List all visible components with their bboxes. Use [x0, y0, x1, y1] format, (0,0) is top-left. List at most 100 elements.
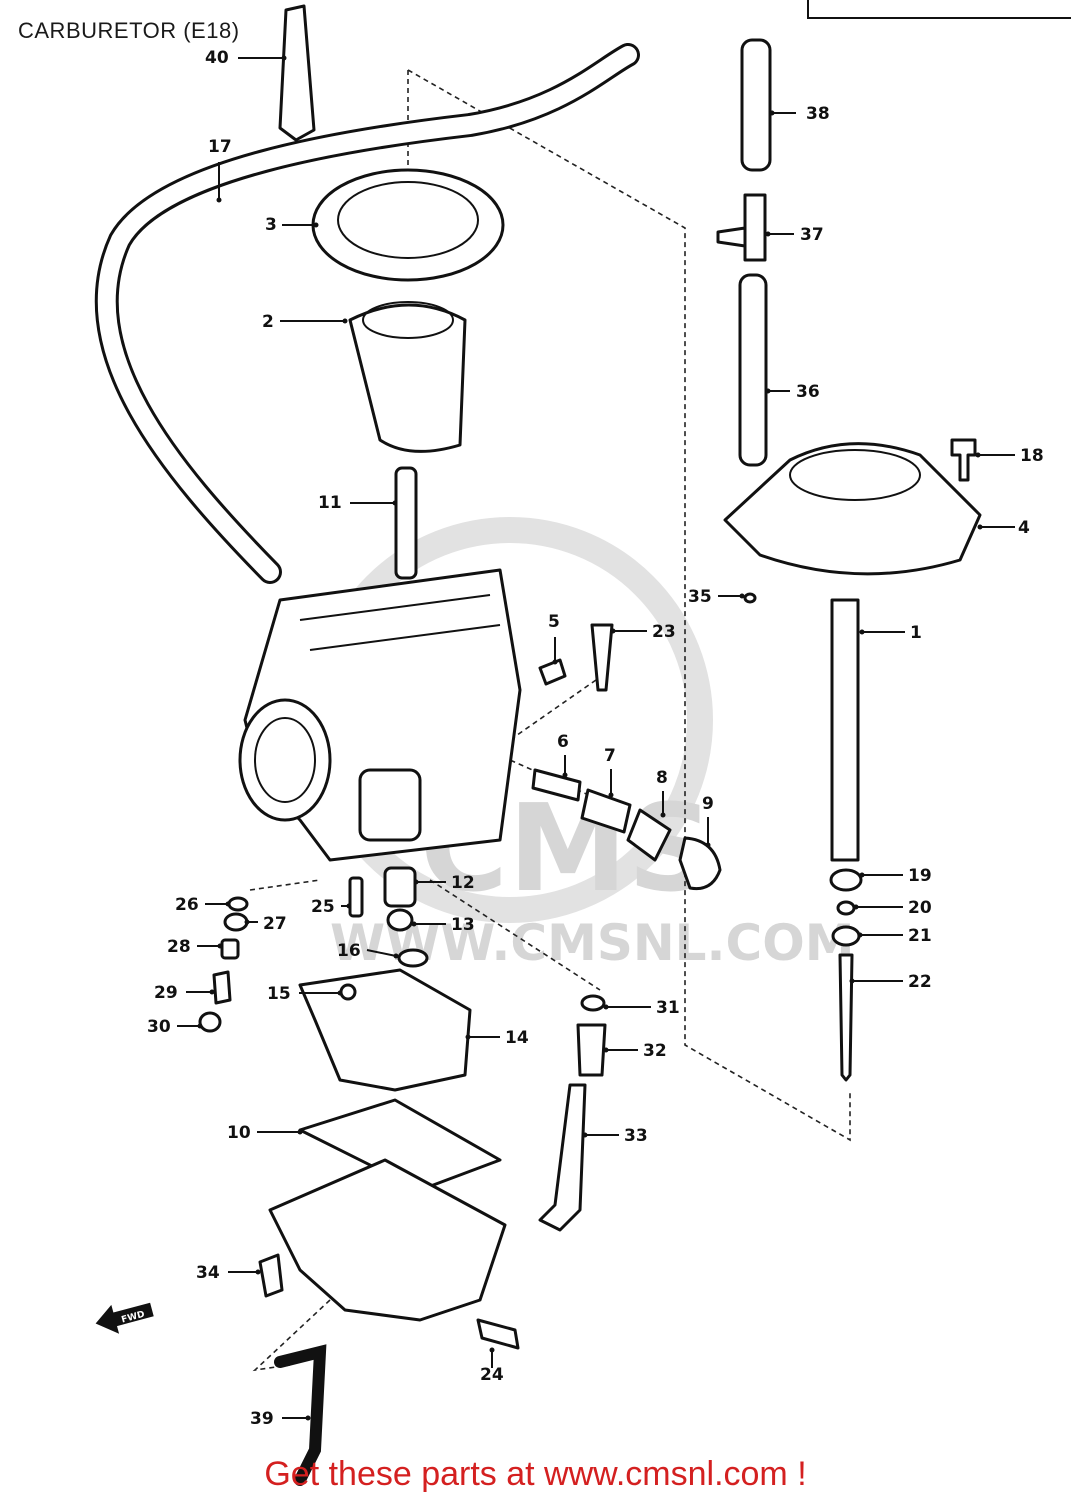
callout-dot-6 — [562, 772, 568, 778]
part-number-label: 27 — [263, 914, 287, 934]
frame-corner — [807, 0, 1071, 19]
part-number-label: 7 — [604, 746, 616, 766]
spring-32 — [576, 1023, 607, 1077]
vent-tube-lower — [738, 273, 768, 467]
part-number-label: 26 — [175, 895, 199, 915]
callout-dot-35 — [739, 593, 745, 599]
callout-dot-40 — [281, 55, 287, 61]
pilot-screw-cap — [538, 658, 567, 686]
callout-dot-13 — [411, 921, 417, 927]
callout-dot-24 — [489, 1347, 495, 1353]
callout-dot-7 — [608, 792, 614, 798]
drain-screw — [476, 1318, 520, 1350]
needle-tube — [394, 466, 418, 580]
part-number-label: 14 — [505, 1028, 529, 1048]
part-number-label: 12 — [451, 873, 475, 893]
callout-dot-20 — [853, 904, 859, 910]
washer-26 — [227, 896, 249, 912]
callout-dot-2 — [342, 318, 348, 324]
part-number-label: 39 — [250, 1409, 274, 1429]
callout-dot-34 — [255, 1269, 261, 1275]
washer-31 — [580, 994, 606, 1012]
o-ring-small — [397, 948, 429, 968]
callout-dot-12 — [413, 879, 419, 885]
part-number-label: 38 — [806, 104, 830, 124]
spring — [830, 598, 860, 862]
part-number-label: 13 — [451, 915, 475, 935]
callout-dot-28 — [217, 943, 223, 949]
part-number-label: 10 — [227, 1123, 251, 1143]
callout-dot-22 — [849, 978, 855, 984]
part-number-label: 16 — [337, 941, 361, 961]
part-number-label: 29 — [154, 983, 178, 1003]
callout-dot-26 — [225, 901, 231, 907]
tee-fitting — [716, 193, 767, 262]
part-number-label: 28 — [167, 937, 191, 957]
callout-dot-31 — [603, 1004, 609, 1010]
callout-dot-10 — [297, 1129, 303, 1135]
part-number-label: 4 — [1018, 518, 1030, 538]
callout-dot-11 — [392, 500, 398, 506]
callout-dot-30 — [197, 1023, 203, 1029]
callout-dot-4 — [977, 524, 983, 530]
part-number-label: 36 — [796, 382, 820, 402]
footer-link-text[interactable]: Get these parts at www.cmsnl.com ! — [264, 1455, 807, 1493]
needle-washer — [831, 925, 861, 947]
part-number-label: 17 — [208, 137, 232, 157]
pilot-jet — [348, 876, 364, 918]
part-number-label: 15 — [267, 984, 291, 1004]
part-number-label: 32 — [643, 1041, 667, 1061]
screw-29 — [212, 970, 232, 1005]
part-number-label: 8 — [656, 768, 668, 788]
e-ring — [836, 900, 856, 916]
page-title: CARBURETOR (E18) — [18, 18, 240, 43]
part-number-label: 6 — [557, 732, 569, 752]
part-number-label: 1 — [910, 623, 922, 643]
part-number-label: 24 — [480, 1365, 504, 1385]
part-number-label: 22 — [908, 972, 932, 992]
callout-dot-19 — [859, 872, 865, 878]
throttle-screw — [590, 623, 614, 692]
callout-dot-8 — [660, 812, 666, 818]
main-jet-holder — [383, 866, 417, 908]
part-number-label: 40 — [205, 48, 229, 68]
part-number-label: 31 — [656, 998, 680, 1018]
part-number-label: 37 — [800, 225, 824, 245]
callout-dot-37 — [765, 231, 771, 237]
needle-clip — [829, 868, 863, 892]
callout-dot-18 — [975, 452, 981, 458]
part-number-label: 30 — [147, 1017, 171, 1037]
pump-screw — [339, 983, 357, 1001]
part-number-label: 9 — [702, 794, 714, 814]
callout-dot-1 — [859, 629, 865, 635]
callout-dot-17 — [216, 197, 222, 203]
callout-dot-33 — [582, 1132, 588, 1138]
callout-dot-21 — [857, 932, 863, 938]
jet-needle — [838, 953, 854, 1082]
spring-28 — [220, 938, 240, 960]
callout-dot-9 — [705, 842, 711, 848]
callout-dot-23 — [610, 628, 616, 634]
pilot-washer — [626, 808, 672, 862]
o-ring-27 — [223, 912, 249, 932]
callout-dot-3 — [313, 222, 319, 228]
part-number-label: 21 — [908, 926, 932, 946]
callout-dot-5 — [552, 659, 558, 665]
hose-clip — [278, 4, 316, 142]
float-bowl — [268, 1158, 507, 1322]
part-number-label: 20 — [908, 898, 932, 918]
callout-dot-36 — [765, 388, 771, 394]
callout-dot-16 — [393, 953, 399, 959]
carburetor-body — [238, 568, 522, 862]
callout-dot-14 — [465, 1034, 471, 1040]
callout-dot-27 — [244, 919, 250, 925]
pilot-spring — [580, 788, 632, 834]
vent-tube-upper — [740, 38, 772, 172]
callout-dot-32 — [603, 1047, 609, 1053]
cap-30 — [198, 1011, 222, 1033]
part-number-label: 11 — [318, 493, 342, 513]
part-number-label: 19 — [908, 866, 932, 886]
callout-dot-29 — [209, 989, 215, 995]
